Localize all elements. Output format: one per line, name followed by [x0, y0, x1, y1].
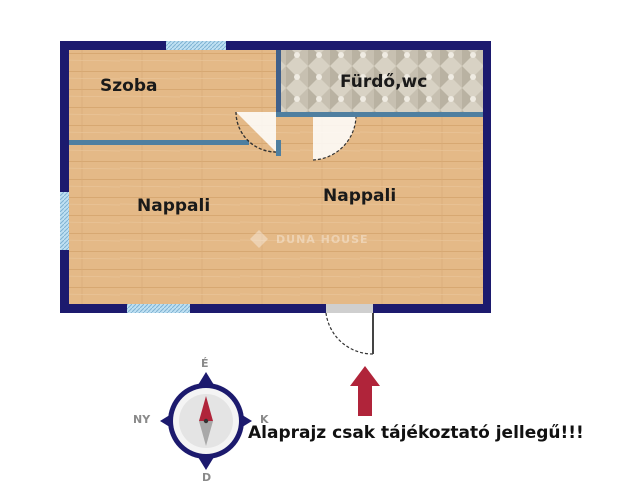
room-label-szoba: Szoba — [100, 76, 158, 96]
watermark-text: DUNA HOUSE — [276, 232, 369, 246]
door-swing-icon — [325, 312, 374, 355]
room-label-furdo: Fürdő,wc — [340, 72, 428, 92]
compass-west-label: NY — [133, 413, 151, 426]
disclaimer-note: Alaprajz csak tájékoztató jellegű!!! — [248, 423, 584, 443]
up-arrow-icon — [350, 366, 380, 416]
door-swing-icon — [235, 111, 277, 153]
partition-bathroom-bottom — [276, 112, 483, 117]
bathroom-tiles — [281, 50, 483, 113]
partition-bathroom-left — [276, 50, 281, 116]
compass-south-label: D — [202, 471, 212, 484]
entrance-opening — [326, 304, 373, 313]
watermark-logo-icon — [250, 230, 268, 248]
watermark: DUNA HOUSE — [248, 228, 369, 250]
window-bottom — [127, 304, 190, 313]
compass-east-label: K — [260, 413, 269, 426]
compass-icon — [160, 372, 252, 470]
compass-north-label: É — [201, 357, 209, 370]
partition-szoba-bottom — [69, 140, 249, 145]
window-left — [60, 192, 69, 250]
partition-stub — [276, 140, 281, 156]
room-label-nappali-right: Nappali — [323, 186, 397, 206]
window-top — [166, 41, 226, 50]
room-label-nappali-left: Nappali — [137, 196, 211, 216]
door-swing-icon — [312, 116, 357, 161]
